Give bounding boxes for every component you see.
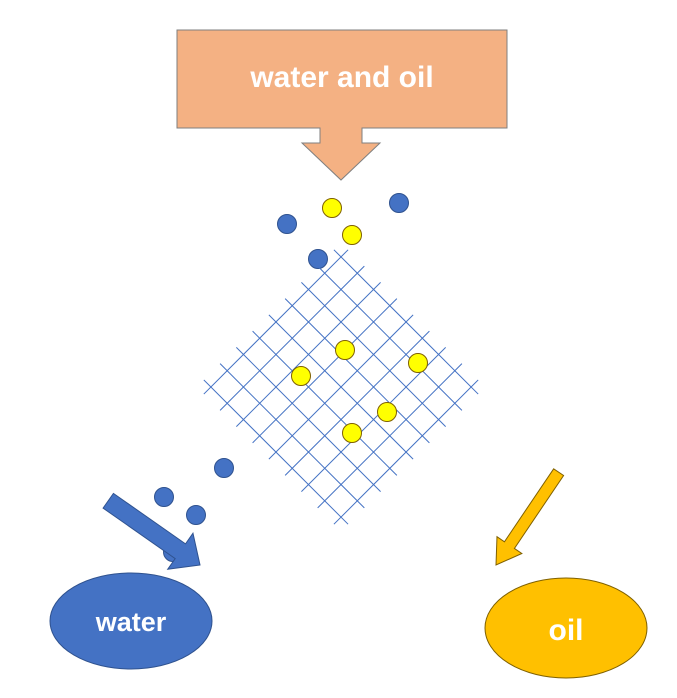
water-arrow bbox=[102, 492, 201, 570]
oil-particle bbox=[291, 366, 311, 386]
oil-label: oil bbox=[549, 614, 584, 647]
water-particle bbox=[186, 505, 206, 525]
oil-particle bbox=[342, 225, 362, 245]
mesh-line bbox=[235, 347, 381, 493]
water-particle bbox=[308, 249, 328, 269]
water-pool bbox=[49, 572, 213, 670]
oil-particle bbox=[342, 423, 362, 443]
oil-pool bbox=[484, 577, 648, 679]
water-particle bbox=[389, 193, 409, 213]
mesh-line bbox=[284, 330, 430, 476]
filter-mesh bbox=[203, 249, 479, 525]
oil-particle bbox=[335, 340, 355, 360]
oil-arrow bbox=[495, 468, 565, 566]
mesh-line bbox=[252, 330, 398, 476]
oil-particle bbox=[377, 402, 397, 422]
mesh-line bbox=[333, 379, 479, 525]
mesh-line bbox=[317, 363, 463, 509]
input-label: water and oil bbox=[249, 61, 433, 94]
oil-particle bbox=[322, 198, 342, 218]
input-arrow-shape bbox=[176, 29, 508, 181]
water-particle bbox=[154, 487, 174, 507]
mesh-line bbox=[219, 363, 365, 509]
water-particle bbox=[277, 214, 297, 234]
water-particle bbox=[214, 458, 234, 478]
water-label: water bbox=[95, 607, 167, 637]
mesh-line bbox=[203, 379, 349, 525]
mesh-line bbox=[268, 314, 414, 460]
oil-particle bbox=[408, 353, 428, 373]
